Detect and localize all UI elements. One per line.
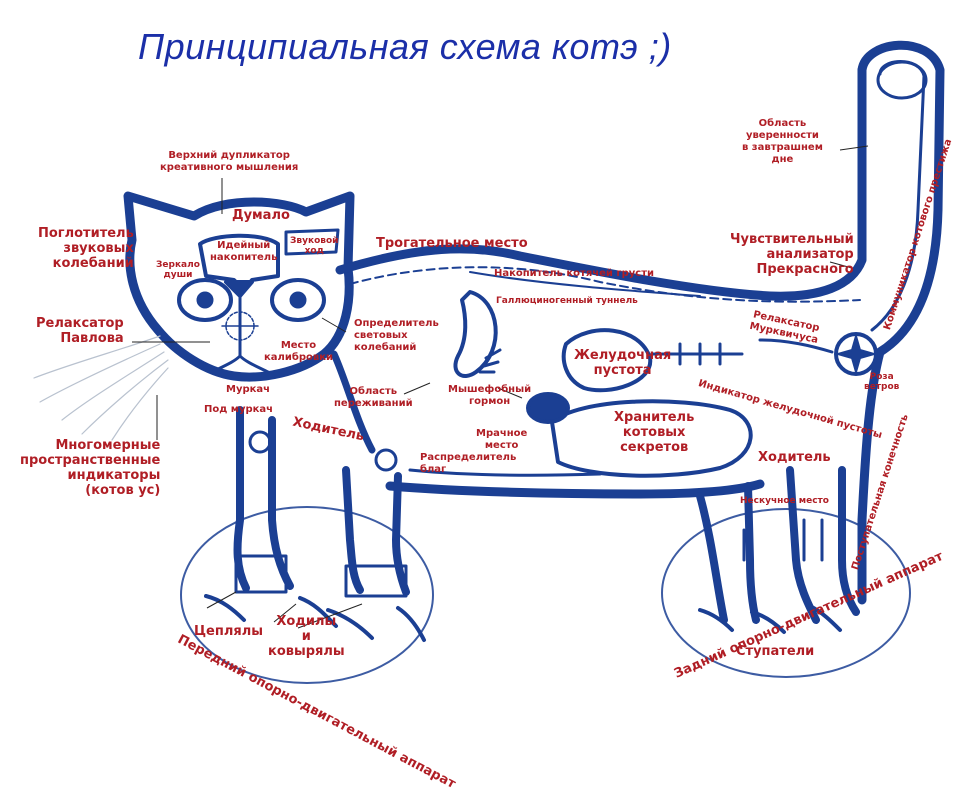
cat-drawing: [33, 40, 945, 684]
label-mirror-soul: Зеркало души: [156, 260, 200, 280]
label-dumalo: Думало: [232, 208, 290, 223]
label-grabbers: Цеплялы: [194, 624, 264, 639]
label-walker-back: Ходитель: [758, 450, 831, 465]
front-wheel-ellipse: [180, 506, 434, 684]
wind-rose-circle: [834, 332, 878, 376]
label-mouse-phobia: Мышефобный гормон: [448, 384, 532, 407]
label-secrets: Хранитель котовых секретов: [614, 410, 695, 455]
label-murkach: Муркач: [226, 384, 271, 395]
mouse-hormone-organ: [526, 392, 570, 424]
front-leg-left: [233, 406, 294, 592]
cat-body-outline: [335, 65, 867, 301]
right-eye-outline: [270, 278, 326, 322]
rear-leg-left: [696, 482, 760, 624]
cat-head-outline: [123, 191, 355, 382]
label-confidence-area: Область уверенности в завтрашнем дне: [742, 118, 823, 165]
stomach-void-organ: [561, 328, 653, 393]
light-detector-organ: [453, 290, 498, 378]
label-steppers: Ступатели: [736, 644, 815, 659]
label-distributor: Распределитель благ: [420, 452, 517, 475]
label-light-detector: Определитель световых колебаний: [354, 318, 439, 353]
diagram-canvas: Принципиальная схема котэ ;) Верхний дуп…: [20, 26, 954, 792]
label-multidim: Многомерные пространственные индикаторы …: [20, 438, 161, 498]
label-walkers-diggers: Ходилы и ковырялы: [268, 614, 345, 659]
left-eye-outline: [177, 278, 233, 322]
label-stomach-void: Желудочная пустота: [574, 348, 672, 378]
label-under-murkach: Под муркач: [204, 404, 274, 415]
label-idea-store: Идейный накопитель: [210, 240, 278, 263]
label-beauty-analyzer: Чувствительный анализатор Прекрасного: [730, 232, 854, 277]
rear-leg-right: [786, 466, 860, 624]
label-sadness-store: Накопитель котячей грусти: [494, 268, 655, 279]
rear-wheel-ellipse: [661, 508, 911, 678]
label-boring-place: Нескучное место: [740, 496, 829, 506]
label-pavlov: Релаксатор Павлова: [36, 316, 124, 346]
label-experience-area: Область переживаний: [334, 386, 413, 409]
label-gloomy-place: Мрачное место: [476, 428, 528, 451]
label-calibration: Место калибровки: [264, 340, 333, 363]
label-sound-move: Звуковой ход: [290, 236, 339, 256]
cat-belly-outline: [385, 479, 765, 499]
label-hallucinogen-tunnel: Галлюциногенный туннель: [496, 296, 638, 306]
front-leg-right: [342, 466, 410, 596]
tail-outline: [857, 40, 945, 605]
page-title: Принципиальная схема котэ ;): [138, 26, 672, 67]
whiskers: [33, 335, 169, 441]
label-upper-duplicator: Верхний дупликатор креативного мышления: [160, 150, 299, 173]
label-wind-rose: Роза ветров: [864, 372, 900, 392]
secrets-organ: [550, 399, 753, 478]
label-touch-place: Трогательное место: [376, 236, 528, 251]
label-sound-absorber: Поглотитель звуковых колебаний: [38, 226, 134, 271]
